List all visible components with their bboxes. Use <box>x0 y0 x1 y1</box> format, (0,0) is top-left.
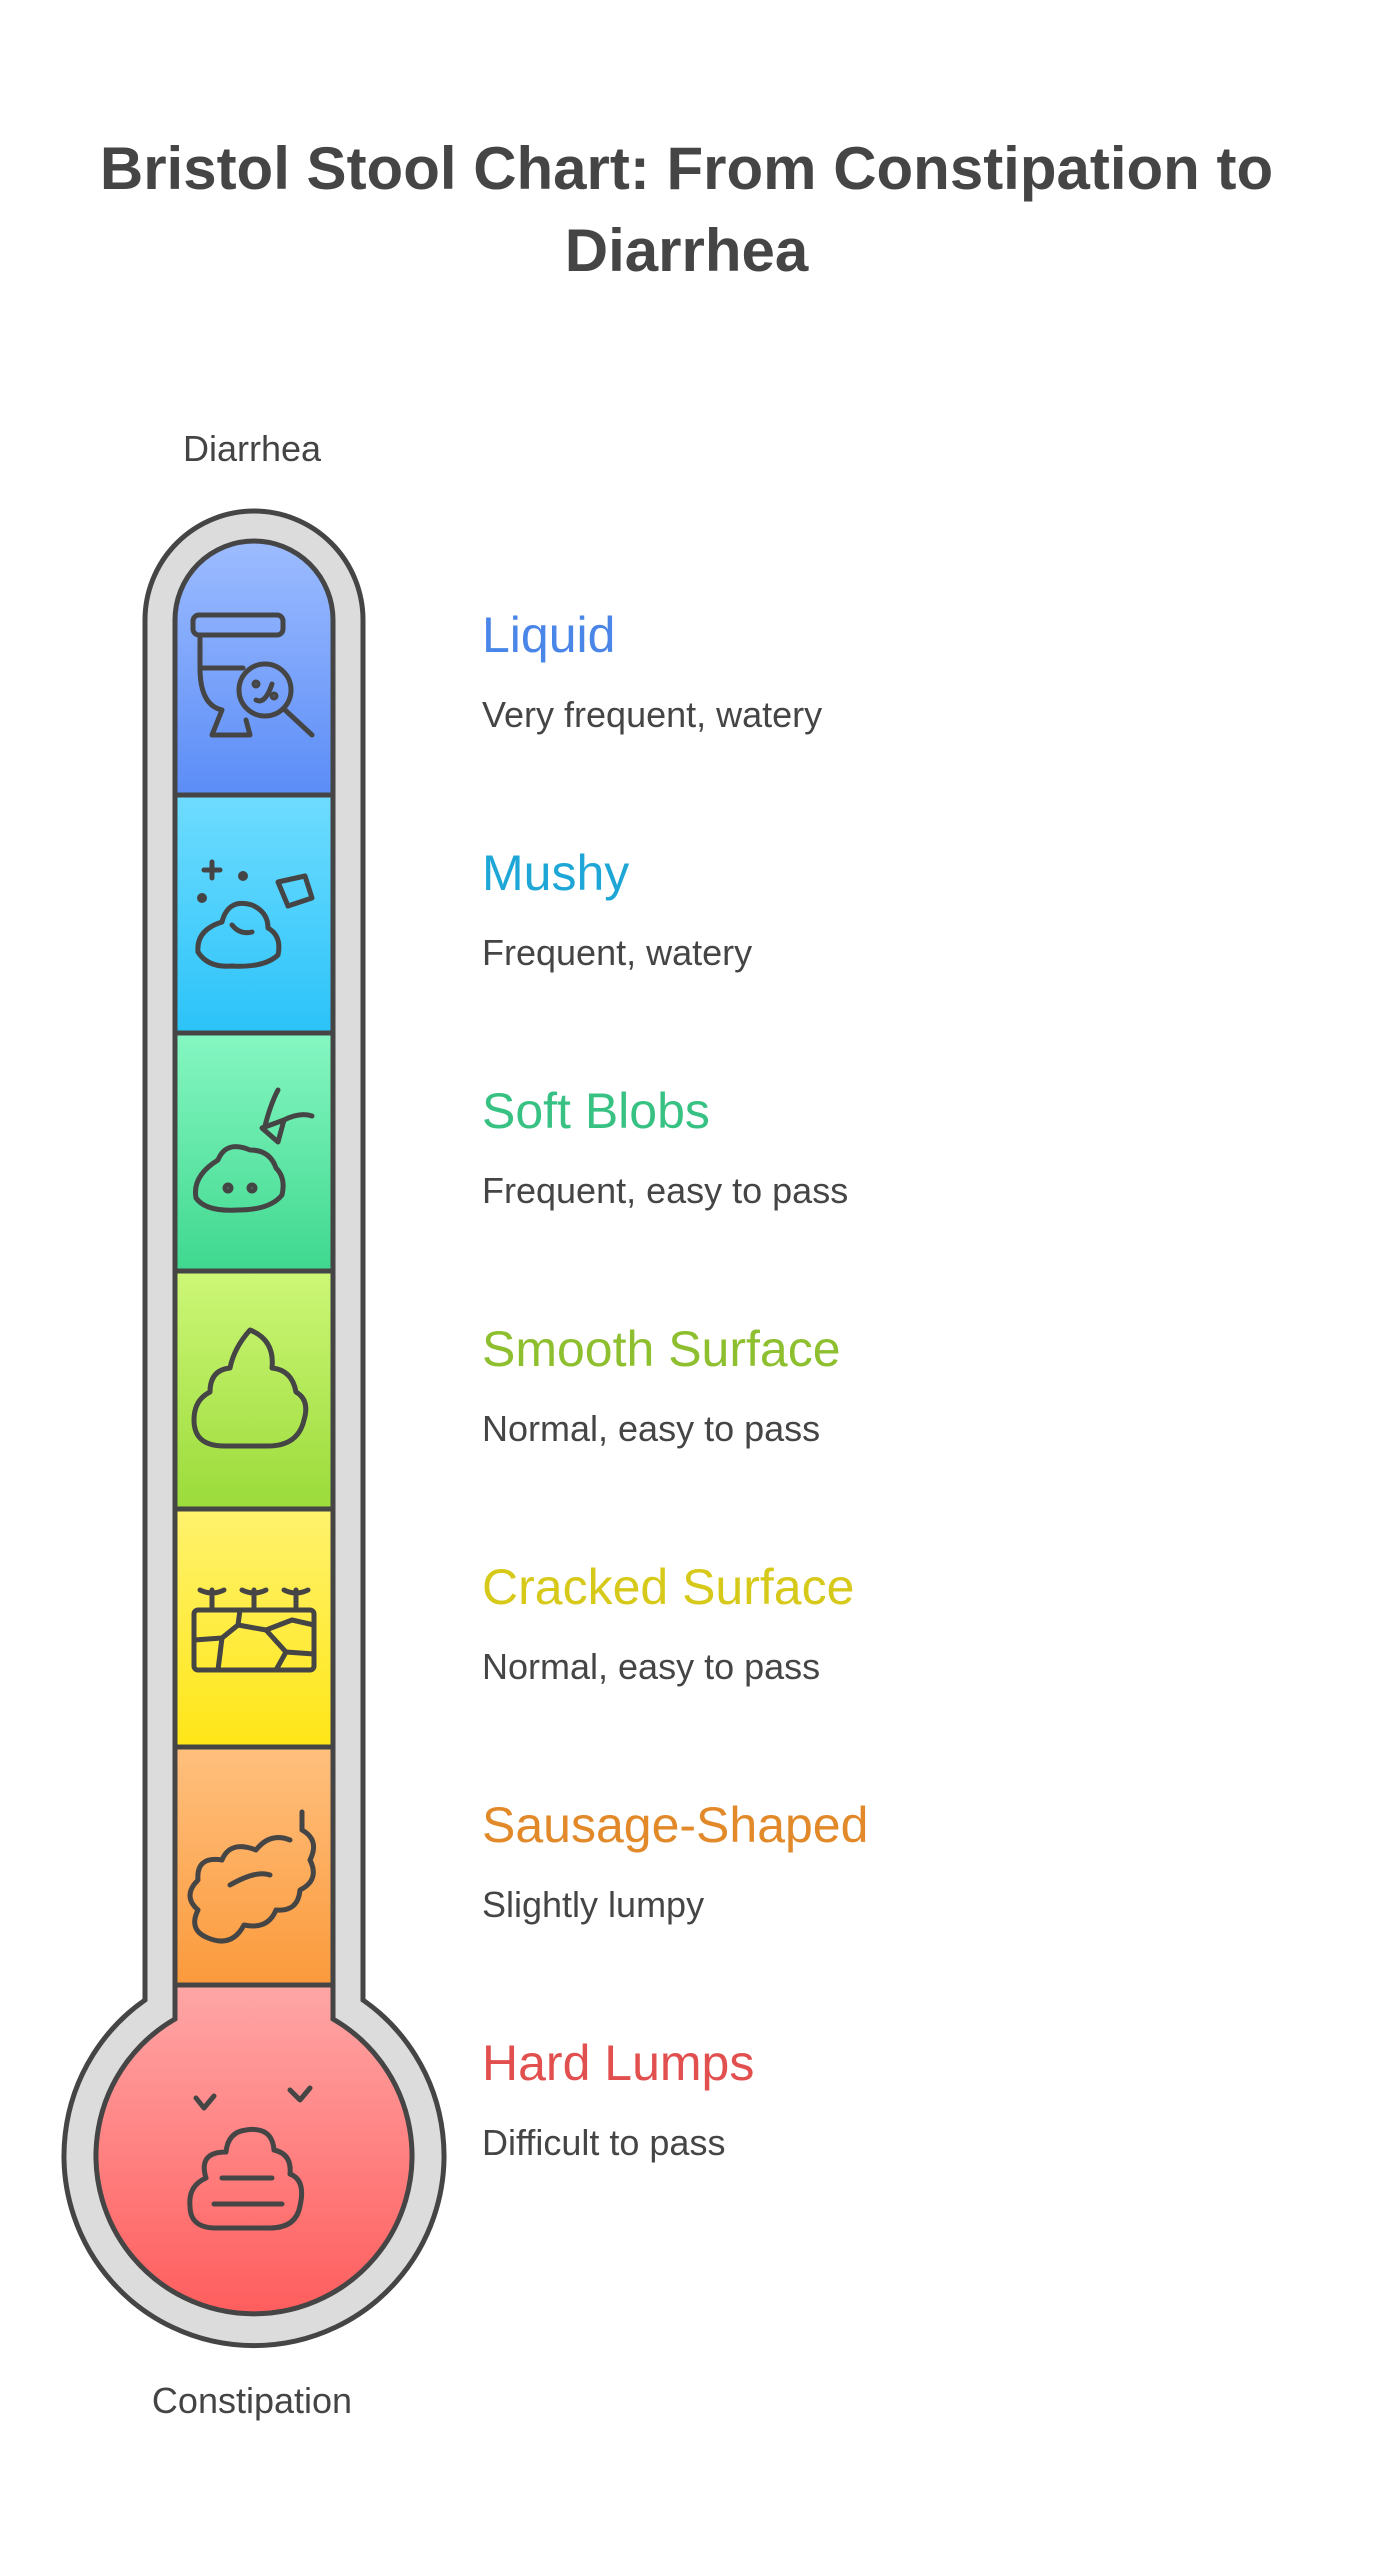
stage-soft-blobs: Soft Blobs Frequent, easy to pass <box>482 1081 1282 1213</box>
stage-title: Smooth Surface <box>482 1321 841 1377</box>
stage-cracked-surface: Cracked Surface Normal, easy to pass <box>482 1557 1282 1689</box>
stage-description: Difficult to pass <box>482 2122 726 2163</box>
stage-liquid: Liquid Very frequent, watery <box>482 605 1282 737</box>
soft-blob-icon <box>192 1087 315 1213</box>
stage-description: Very frequent, watery <box>482 694 823 735</box>
stage-smooth-surface: Smooth Surface Normal, easy to pass <box>482 1319 1282 1451</box>
stage-sausage-shaped: Sausage-Shaped Slightly lumpy <box>482 1795 1282 1927</box>
stage-description: Normal, easy to pass <box>482 1646 821 1687</box>
lumpy-sausage-icon <box>187 1809 317 1944</box>
stage-title: Hard Lumps <box>482 2035 755 2091</box>
stage-description: Frequent, easy to pass <box>482 1170 849 1211</box>
stage-title: Cracked Surface <box>482 1559 855 1615</box>
toilet-magnifier-icon <box>190 612 315 738</box>
stage-title: Liquid <box>482 607 616 663</box>
stage-description: Normal, easy to pass <box>482 1408 821 1449</box>
page-title: Bristol Stool Chart: From Constipation t… <box>99 135 1274 284</box>
stage-title: Sausage-Shaped <box>482 1797 869 1853</box>
hard-lumps-icon <box>187 2085 313 2231</box>
smooth-swirl-icon <box>191 1327 309 1449</box>
scale-bottom-label: Constipation <box>151 2380 353 2421</box>
cracked-ground-icon <box>191 1587 317 1673</box>
stage-mushy: Mushy Frequent, watery <box>482 843 1282 975</box>
stage-description: Slightly lumpy <box>482 1884 705 1925</box>
stage-title: Soft Blobs <box>482 1083 710 1139</box>
splatter-icon <box>195 859 315 969</box>
segment-smooth-surface <box>175 1271 333 1509</box>
stage-title: Mushy <box>482 845 630 901</box>
segment-hard-lumps <box>95 1985 413 2314</box>
scale-top-label: Diarrhea <box>182 428 322 469</box>
stage-hard-lumps: Hard Lumps Difficult to pass <box>482 2033 1282 2165</box>
stage-description: Frequent, watery <box>482 932 753 973</box>
segment-mushy <box>175 795 333 1033</box>
